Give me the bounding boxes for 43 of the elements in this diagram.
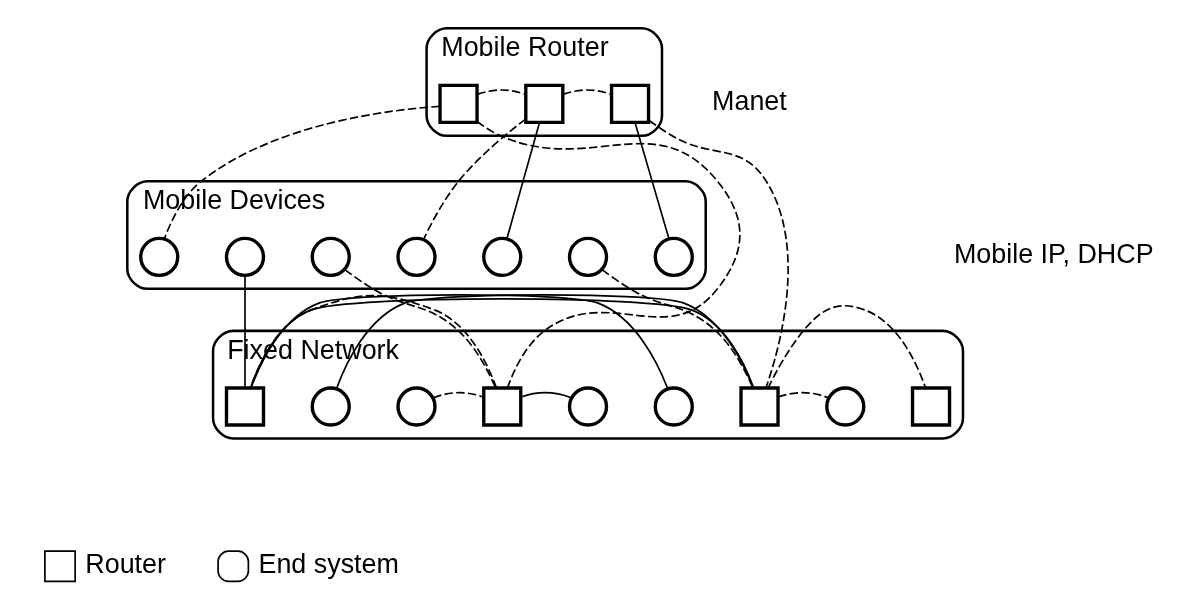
legend-label: Router	[84, 548, 166, 579]
node-box	[738, 386, 780, 427]
connector	[475, 89, 526, 96]
connector	[335, 293, 754, 390]
cluster: Mobile Devices	[125, 179, 707, 291]
connector	[243, 275, 246, 389]
node-box	[224, 386, 265, 427]
node-box	[910, 386, 951, 427]
connector	[776, 391, 829, 399]
node-circle	[310, 386, 351, 427]
node-circle	[824, 386, 865, 427]
node-box	[437, 83, 479, 125]
connector	[163, 105, 440, 240]
connector	[249, 293, 669, 390]
connector	[601, 269, 754, 389]
label: Manet	[711, 86, 787, 117]
connector	[431, 391, 484, 399]
node-box	[523, 83, 564, 125]
node-circle	[138, 236, 179, 278]
connector	[519, 391, 572, 399]
connector	[505, 121, 540, 240]
node-circle	[567, 236, 608, 278]
connector	[343, 269, 496, 389]
node-circle	[224, 236, 265, 278]
legend-label: End system	[257, 548, 399, 579]
connector	[249, 298, 754, 389]
connector	[633, 121, 670, 240]
connector	[475, 120, 741, 389]
node-box	[609, 83, 650, 125]
connector	[647, 119, 789, 389]
node-circle	[653, 386, 694, 427]
node-box	[481, 386, 522, 427]
node-circle	[481, 236, 522, 278]
node-circle	[653, 236, 694, 278]
connector	[766, 304, 926, 389]
node-circle	[395, 386, 437, 427]
connector	[422, 118, 526, 241]
node-circle	[567, 386, 608, 427]
cluster: Mobile Router	[424, 26, 663, 138]
connector	[561, 89, 612, 96]
label: Mobile IP, DHCP	[953, 239, 1154, 270]
node-circle	[310, 236, 351, 278]
node-circle	[395, 236, 437, 278]
